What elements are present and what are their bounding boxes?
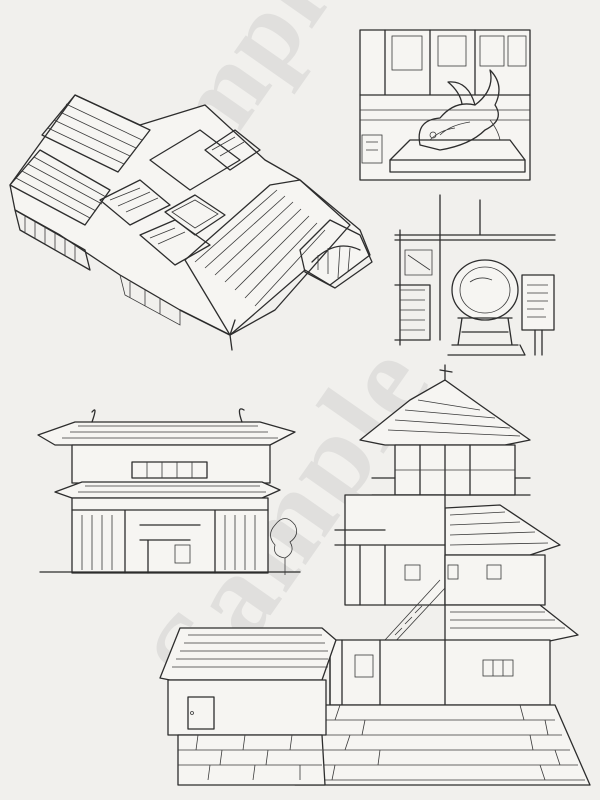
isometric-palace-roof-plan <box>9 94 373 351</box>
castle-gate <box>37 408 301 575</box>
castle-keep-cross-section <box>159 364 591 786</box>
drum-on-stand <box>394 194 556 356</box>
shachihoko-ornament <box>359 29 531 181</box>
